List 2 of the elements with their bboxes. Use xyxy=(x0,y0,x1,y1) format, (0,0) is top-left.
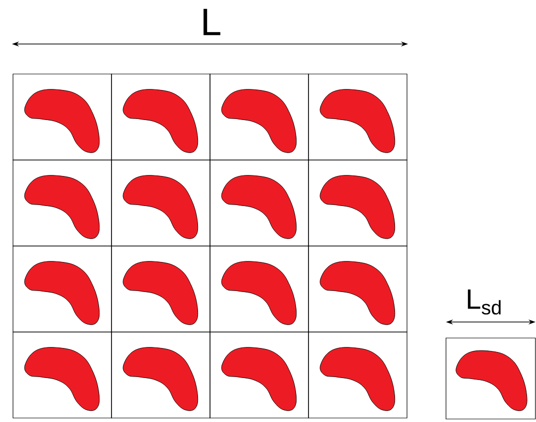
dimension-label: L xyxy=(204,8,220,36)
dimension-label: L$_{sd}$ xyxy=(468,289,501,315)
